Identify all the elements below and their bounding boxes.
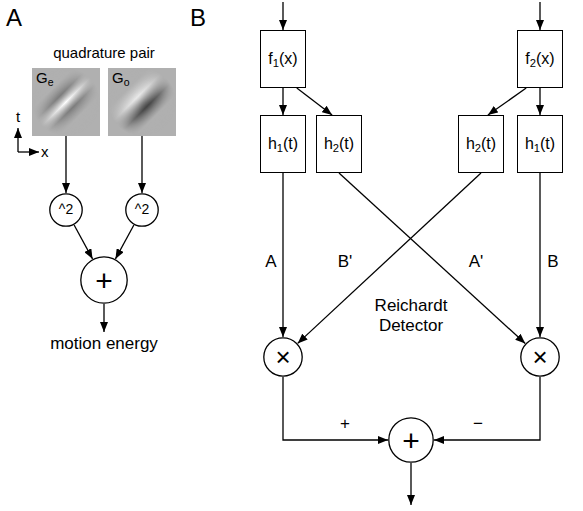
input-arrow	[539, 2, 540, 30]
temporal-filter-box: h1(t)	[517, 115, 563, 173]
time-axis	[17, 128, 18, 152]
temporal-filter-box: h1(t)	[260, 115, 306, 173]
temporal-filter-box: h2(t)	[316, 115, 362, 173]
detector-label: Reichardt Detector	[361, 296, 461, 335]
signal-label: B'	[336, 253, 355, 272]
gabor-filter: Go	[108, 68, 176, 136]
temporal-filter-box: h2(t)	[458, 115, 504, 173]
connector	[339, 173, 525, 343]
connector	[115, 225, 133, 259]
axis-label: x	[41, 143, 49, 160]
node-text: h1(t)	[525, 135, 555, 153]
gabor-even-image	[32, 68, 100, 136]
spatial-filter-box: f2(x)	[517, 30, 563, 88]
sum-operator: +	[80, 256, 128, 304]
gabor-filter: Ge	[32, 68, 100, 136]
signal-label: −	[471, 415, 485, 434]
node-text: +	[402, 424, 420, 457]
axis-label: t	[16, 108, 20, 125]
connector	[539, 88, 540, 115]
multiply-operator: ×	[263, 337, 303, 377]
connector	[65, 136, 66, 193]
connector	[282, 173, 283, 337]
circle-shape	[389, 418, 433, 462]
node-text: f1(x)	[268, 50, 297, 68]
label-text: B	[190, 4, 206, 31]
connector	[434, 377, 540, 440]
node-text: h2(t)	[324, 135, 354, 153]
sum-operator: +	[388, 417, 434, 463]
label-text: A	[6, 4, 22, 31]
gabor-odd-image	[108, 68, 176, 136]
output-arrow	[410, 463, 411, 505]
node-text: f2(x)	[525, 50, 554, 68]
node-text: +	[95, 264, 113, 297]
node-text: h1(t)	[268, 135, 298, 153]
signal-label: A'	[467, 253, 486, 272]
node-text: h2(t)	[466, 135, 496, 153]
signal-label: +	[338, 415, 352, 434]
connector	[282, 88, 283, 115]
signal-label: A	[263, 253, 278, 272]
circle-shape	[521, 338, 559, 376]
connector	[488, 88, 526, 115]
output-label: motion energy	[50, 334, 158, 354]
label-text: motion energy	[50, 334, 158, 353]
node-text: ^2	[59, 202, 73, 217]
circle-shape	[81, 257, 127, 303]
connector	[141, 136, 142, 193]
connector	[74, 225, 92, 259]
signal-label: B	[545, 253, 560, 272]
circle-shape	[264, 338, 302, 376]
input-arrow	[282, 2, 283, 30]
circle-shape	[126, 194, 158, 226]
figure-caption: quadrature pair	[53, 44, 155, 61]
label-text: x	[41, 143, 49, 160]
panel-label: A	[6, 4, 22, 32]
connector	[283, 377, 388, 440]
spatial-filter-box: f1(x)	[260, 30, 306, 88]
circle-shape	[50, 194, 82, 226]
output-arrow	[103, 304, 104, 332]
multiply-operator: ×	[520, 337, 560, 377]
panel-label: B	[190, 4, 206, 32]
connector	[539, 173, 540, 337]
label-text: t	[16, 108, 20, 125]
space-axis	[18, 151, 39, 152]
node-text: Go	[112, 70, 130, 87]
connector	[298, 173, 481, 343]
node-text: ^2	[135, 202, 149, 217]
node-text: Ge	[36, 70, 54, 87]
label-text: quadrature pair	[53, 44, 155, 61]
square-operator: ^2	[125, 193, 159, 227]
square-operator: ^2	[49, 193, 83, 227]
connector	[297, 88, 332, 115]
label-text: Reichardt Detector	[375, 296, 448, 335]
node-text: ×	[275, 343, 290, 372]
node-text: ×	[532, 343, 547, 372]
